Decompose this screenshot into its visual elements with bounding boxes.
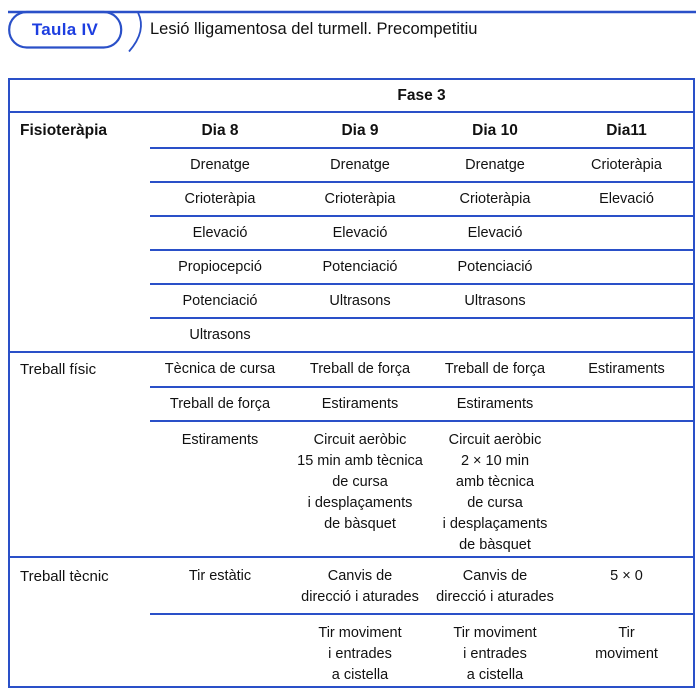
table-cell: Circuit aeròbic 15 min amb tècnica de cu… [297,432,423,532]
col-header-dia-9: Dia 9 [341,121,379,139]
row-label: Treball físic [20,361,97,378]
table-cell [150,615,290,686]
table-cell: 5 × 0 [610,568,643,584]
col-header-dia-8: Dia 8 [201,121,239,139]
row-divider [150,215,693,217]
table-caption: Lesió lligamentosa del turmell. Precompe… [150,20,478,38]
table-cell: Potenciació [322,258,398,275]
table-cell: Elevació [467,224,523,241]
table-row: Estiraments Circuit aeròbic 15 min amb t… [10,422,693,556]
table-row: Treball de força Estiraments Estiraments [10,388,693,420]
table-cell [560,422,693,556]
table-cell: Canvis de direcció i aturades [301,568,419,605]
table-cell: Ultrasons [329,292,391,309]
table-cell: Treball de força [169,395,271,412]
section-divider [10,351,693,353]
col-header-dia-10: Dia 10 [472,121,518,139]
row-divider [150,420,693,422]
table-cell: Elevació [599,190,654,207]
column-header-row: Fisioteràpia Dia 8 Dia 9 Dia 10 Dia11 [10,113,693,147]
table-cell: Potenciació [457,258,533,275]
table-row-treball-fisic: Treball físic Tècnica de cursa Treball d… [10,353,693,386]
table-cell: Ultrasons [189,326,251,343]
table-cell: Estiraments [456,395,534,412]
table-cell: Tir moviment i entrades a cistella [318,625,402,683]
phase-table: Fase 3 Fisioteràpia Dia 8 Dia 9 Dia 10 D… [8,78,695,688]
table-cell: Crioteràpia [184,190,256,207]
row-label: Treball tècnic [20,568,109,585]
row-divider [150,317,693,319]
table-cell: Drenatge [330,156,390,173]
table-cell: Drenatge [465,156,525,173]
table-row: Crioteràpia Crioteràpia Crioteràpia Elev… [10,183,693,215]
table-cell: Tir moviment [595,625,658,662]
table-cell: Tir estàtic [188,568,252,584]
row-divider [150,147,693,149]
table-row: Ultrasons [10,319,693,351]
table-cell: Estiraments [588,361,665,377]
table-cell: Crioteràpia [459,190,531,207]
table-cell: Potenciació [182,292,258,309]
table-row: Tir moviment i entrades a cistella Tir m… [10,615,693,686]
row-divider [150,181,693,183]
table-cell: Elevació [332,224,388,241]
row-label [10,422,150,556]
table-cell: Estiraments [321,395,399,412]
table-cell: Tècnica de cursa [164,361,276,377]
table-cell: Circuit aeròbic 2 × 10 min amb tècnica d… [442,432,548,553]
table-cell: Estiraments [181,432,259,448]
table-cell: Propiocepció [178,258,262,275]
section-divider [10,111,693,113]
section-divider [10,556,693,558]
table-cell: Canvis de direcció i aturades [436,568,554,605]
row-divider [150,386,693,388]
fase-header-row: Fase 3 [10,80,693,111]
table-row-treball-tecnic: Treball tècnic Tir estàtic Canvis de dir… [10,558,693,613]
row-divider [150,283,693,285]
table-cell: Treball de força [309,361,411,377]
row-divider [150,613,693,615]
table-cell: Crioteràpia [324,190,396,207]
row-divider [150,249,693,251]
table-badge-label: Taula IV [31,20,99,39]
table-row: Drenatge Drenatge Drenatge Crioteràpia [10,149,693,181]
taula-tab-outline-icon [8,10,696,53]
table-cell: Drenatge [190,156,250,173]
fase-header-label: Fase 3 [397,86,446,104]
table-cell: Tir moviment i entrades a cistella [453,625,537,683]
table-row: Potenciació Ultrasons Ultrasons [10,285,693,317]
table-cell: Treball de força [444,361,546,377]
table-cell: Crioteràpia [591,156,662,173]
row-label [10,615,150,686]
table-cell: Ultrasons [464,292,526,309]
col-header-dia-11: Dia11 [606,121,647,139]
col-header-fisioterapia: Fisioteràpia [20,121,107,139]
table-row: Propiocepció Potenciació Potenciació [10,251,693,283]
table-row: Elevació Elevació Elevació [10,217,693,249]
table-cell: Elevació [192,224,248,241]
